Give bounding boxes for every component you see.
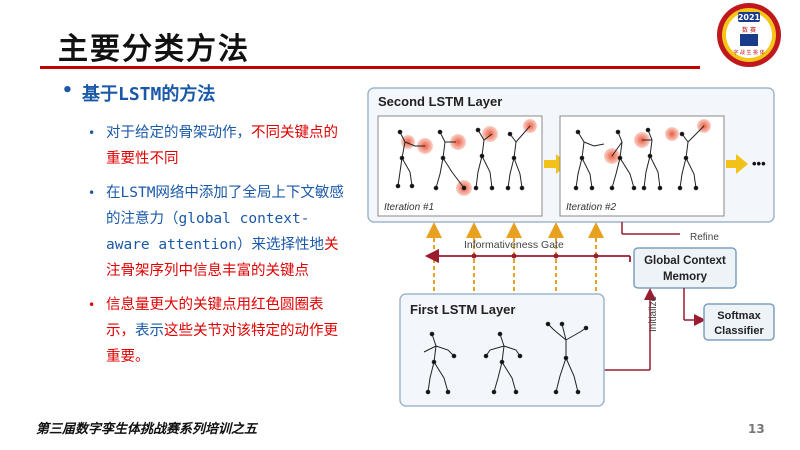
first-layer-skeletons bbox=[423, 321, 589, 395]
global-context-memory-box bbox=[633, 247, 737, 289]
logo-text-bottom: 字 战 生 挑 体 bbox=[733, 49, 764, 56]
bullet-item-1: 对于给定的骨架动作，不同关键点的重要性不同 bbox=[88, 120, 352, 172]
iteration-1-panel bbox=[377, 115, 543, 217]
informativeness-gate-label: Informativeness Gate bbox=[464, 239, 564, 251]
competition-logo: 2021 数 赛 字 战 生 挑 体 bbox=[717, 3, 781, 67]
iteration-2-skeletons bbox=[573, 119, 711, 191]
bullet-main: 基于LSTM的方法 bbox=[62, 80, 352, 106]
attention-arrows bbox=[426, 222, 604, 298]
softmax-label-line2: Classifier bbox=[714, 325, 764, 337]
iteration-2-label: Iteration #2 bbox=[566, 202, 616, 213]
softmax-classifier-box bbox=[703, 303, 775, 341]
first-lstm-layer-box bbox=[399, 293, 605, 407]
page-number: 13 bbox=[748, 422, 765, 436]
first-lstm-layer-label: First LSTM Layer bbox=[410, 302, 515, 317]
initialize-label: Initialize bbox=[648, 295, 659, 332]
bullet-item-2: 在LSTM网络中添加了全局上下文敏感的注意力（global context-aw… bbox=[88, 180, 352, 284]
title-underline bbox=[40, 66, 700, 69]
logo-text-top: 数 赛 bbox=[742, 26, 756, 34]
page-title: 主要分类方法 bbox=[58, 32, 250, 67]
refine-label: Refine bbox=[690, 232, 719, 243]
iteration-1-skeletons bbox=[395, 119, 537, 196]
gcm-label-line2: Memory bbox=[663, 271, 708, 283]
gate-dots bbox=[431, 253, 599, 259]
ellipsis: ••• bbox=[752, 156, 766, 171]
logo-year: 2021 bbox=[738, 13, 761, 22]
iteration-arrow-2 bbox=[726, 154, 748, 174]
gcm-label-line1: Global Context bbox=[644, 255, 726, 267]
lstm-attention-diagram: Second LSTM Layer Iteration #1 Iteration… bbox=[367, 87, 775, 407]
footer-text: 第三届数字孪生体挑战赛系列培训之五 bbox=[36, 422, 258, 437]
bullet-list: 基于LSTM的方法 对于给定的骨架动作，不同关键点的重要性不同 在LSTM网络中… bbox=[62, 80, 352, 378]
gate-lines bbox=[424, 248, 650, 275]
iteration-1-label: Iteration #1 bbox=[384, 202, 434, 213]
softmax-label-line1: Softmax bbox=[717, 310, 761, 322]
bullet-item-3: 信息量更大的关键点用红色圆圈表示，表示这些关节对该特定的动作更重要。 bbox=[88, 292, 352, 370]
second-lstm-layer-label: Second LSTM Layer bbox=[378, 94, 502, 109]
